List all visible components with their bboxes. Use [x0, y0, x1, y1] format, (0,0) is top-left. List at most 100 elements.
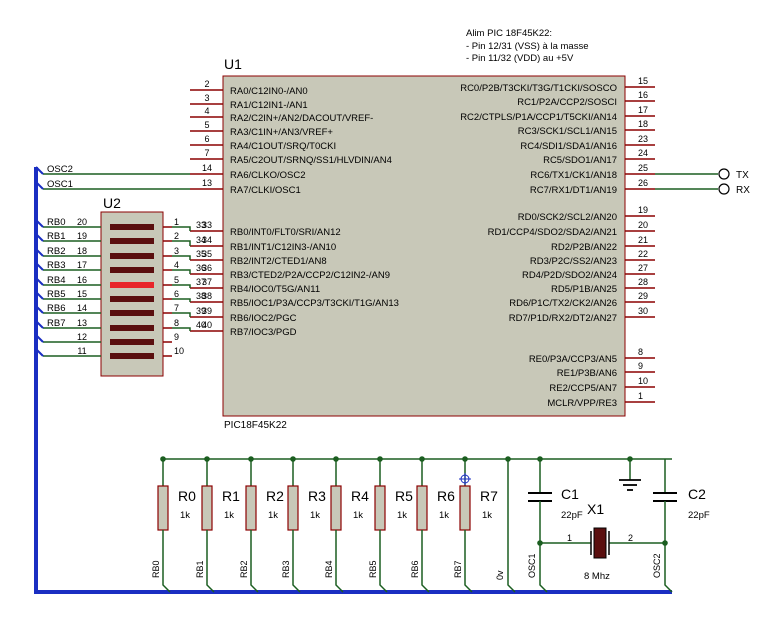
junction-dot [505, 456, 511, 462]
u1-pin-name: RB4/IOC0/T5G/AN11 [230, 284, 320, 295]
c1-net-label: OSC1 [527, 553, 537, 578]
resistor-value: 1k [439, 510, 449, 521]
u2-pin-number: 16 [77, 275, 87, 285]
u2-pin-number: 18 [77, 246, 87, 256]
u1-pin-name: RD5/P1B/AN25 [551, 284, 617, 295]
u1-pin-number: 29 [638, 291, 648, 301]
u2-pin-number: 12 [77, 332, 87, 342]
u1-pin-number: 39 [202, 306, 212, 316]
u1-pin-name: RC0/P2B/T3CKI/T3G/T1CKI/SOSCO [460, 83, 617, 94]
ground-icon [619, 479, 641, 491]
u1-pin-number: 7 [204, 148, 209, 158]
u1-pin-name: RC2/CTPLS/P1A/CCP1/T5CKI/AN14 [460, 112, 617, 123]
resistor-bottom-wire [250, 530, 259, 593]
junction-dot [204, 456, 210, 462]
led-segment [110, 325, 154, 331]
u2-net-label: RB4 [47, 275, 65, 286]
rb-link-wire [172, 226, 191, 231]
u1-pin-number: 5 [204, 120, 209, 130]
resistor-value: 1k [353, 510, 363, 521]
u2-pin-number: 2 [174, 231, 179, 241]
rx-terminal-icon[interactable] [718, 183, 730, 195]
u2-reference: U2 [103, 195, 121, 211]
zero-volt-label: 0v [495, 570, 505, 580]
u1-pin-name: RB6/IOC2/PGC [230, 313, 297, 324]
u1-pin-name: RC6/TX1/CK1/AN18 [530, 170, 617, 181]
zero-volt-net: 0v [495, 459, 516, 593]
oscillator-section: C1 22pF OSC1 C2 22pF OSC2 X1 8 Mhz 1 2 [505, 456, 710, 593]
u2-pin-number: 14 [77, 303, 87, 313]
u2-pin-number: 20 [77, 217, 87, 227]
tx-terminal-icon[interactable] [718, 168, 730, 180]
u1-pin-name: RC3/SCK1/SCL1/AN15 [518, 126, 617, 137]
rb-link-wire [172, 269, 191, 274]
resistor-net-label: RB3 [281, 560, 291, 578]
u1-pin-number: 19 [638, 205, 648, 215]
u1-pin-number: 34 [202, 235, 212, 245]
u1-pin-name: RD6/P1C/TX2/CK2/AN26 [509, 298, 617, 309]
rx-label: RX [736, 185, 750, 196]
u1-pin-name: RC4/SDI1/SDA1/AN16 [520, 141, 617, 152]
c2-reference: C2 [688, 486, 706, 502]
rb-link-wire [172, 284, 191, 288]
x1-crystal-body[interactable] [593, 527, 607, 559]
resistor-body[interactable] [374, 485, 386, 531]
u2-pin-number: 1 [174, 217, 179, 227]
u1-pin-number: 9 [638, 361, 643, 371]
resistor-body[interactable] [459, 485, 471, 531]
power-note-line-3: - Pin 11/32 (VDD) au +5V [466, 53, 574, 64]
u1-pin-name: RA4/C1OUT/SRQ/T0CKI [230, 141, 336, 152]
resistor-body[interactable] [287, 485, 299, 531]
u1-pin-number: 6 [204, 134, 209, 144]
u1-right-pins: 15RC0/P2B/T3CKI/T3G/T1CKI/SOSCO16RC1/P2A… [460, 76, 655, 409]
u1-pin-number: 8 [638, 347, 643, 357]
junction-dot [377, 456, 383, 462]
led-segment [110, 224, 154, 230]
resistor-body[interactable] [201, 485, 213, 531]
u2-net-label: RB5 [47, 289, 65, 300]
resistor-reference: R5 [395, 488, 413, 504]
resistor-body[interactable] [245, 485, 257, 531]
resistor-reference: R4 [351, 488, 369, 504]
u2-pin-number: 8 [174, 318, 179, 328]
u2-pin-number: 3 [174, 246, 179, 256]
u2-pin-number: 19 [77, 231, 87, 241]
resistor-body[interactable] [330, 485, 342, 531]
c2-bottom-wire [664, 501, 673, 593]
u1-pin-name: RA1/C12IN1-/AN1 [230, 100, 308, 111]
u1-pin-number: 21 [638, 235, 648, 245]
led-segment [110, 296, 154, 302]
u2-pin-number: 10 [174, 346, 184, 356]
c2-net-label: OSC2 [652, 553, 662, 578]
u2-pin-number: 9 [174, 332, 179, 342]
u1-pin-number: 4 [204, 106, 209, 116]
u1-pin-name: RB1/INT1/C12IN3-/AN10 [230, 242, 336, 253]
u1-pin-name: RA5/C2OUT/SRNQ/SS1/HLVDIN/AN4 [230, 155, 392, 166]
resistor-body[interactable] [157, 485, 169, 531]
u1-pin-number: 18 [638, 119, 648, 129]
resistor-reference: R7 [480, 488, 498, 504]
resistor-bottom-wire [379, 530, 388, 593]
u1-pin-name: RA3/C1IN+/AN3/VREF+ [230, 127, 333, 138]
u2-pin-number: 7 [174, 303, 179, 313]
junction-dot [160, 456, 166, 462]
u1-pin-name: RE1/P3B/AN6 [557, 368, 617, 379]
u1-pin-number: 33 [196, 220, 206, 230]
resistor-reference: R0 [178, 488, 196, 504]
u1-body[interactable] [222, 75, 626, 417]
u2-body[interactable] [100, 211, 164, 377]
junction-dot [537, 456, 543, 462]
resistor-reference: R6 [437, 488, 455, 504]
u2-pin-number: 13 [77, 318, 87, 328]
u1-pin-name: RD3/P2C/SS2/AN23 [530, 256, 617, 267]
resistor-reference: R2 [266, 488, 284, 504]
osc2-net-label: OSC2 [47, 164, 73, 175]
resistor-body[interactable] [416, 485, 428, 531]
u1-pin-name: RB2/INT2/CTED1/AN8 [230, 256, 327, 267]
u1-pin-name: RD7/P1D/RX2/DT2/AN27 [509, 313, 617, 324]
u1-pin-number: 25 [638, 163, 648, 173]
u1-pin-number: 20 [638, 220, 648, 230]
junction-dot [248, 456, 254, 462]
